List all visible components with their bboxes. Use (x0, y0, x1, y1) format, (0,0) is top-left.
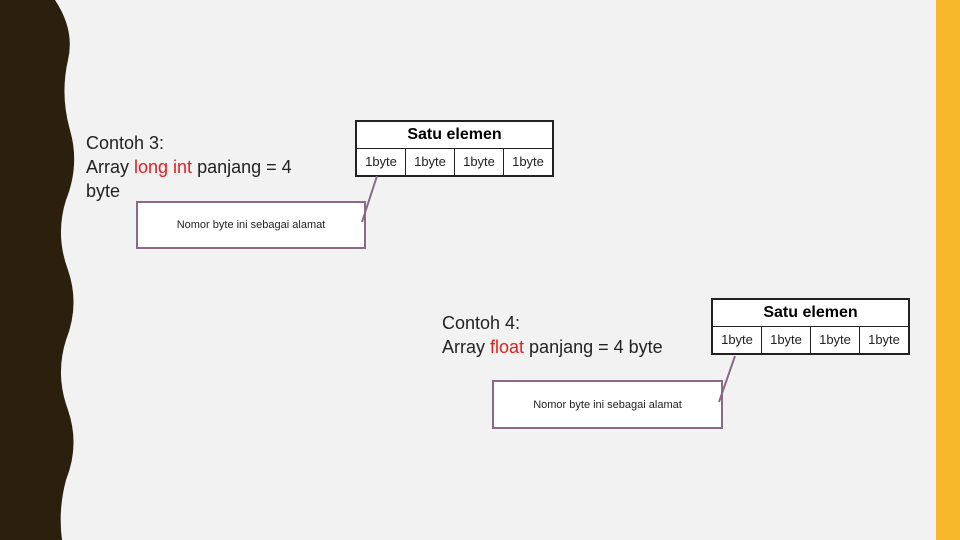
example4-desc-pre: Array (442, 337, 491, 357)
byte-cell: 1byte (762, 327, 811, 353)
byte-cell: 1byte (811, 327, 860, 353)
example4-callout: Nomor byte ini sebagai alamat (492, 380, 723, 429)
example4-title: Contoh 4: (442, 313, 521, 333)
example4-element-table: Satu elemen 1byte 1byte 1byte 1byte (711, 298, 910, 355)
element-header: Satu elemen (763, 304, 858, 321)
example3-desc-post: panjang = 4 (192, 157, 292, 177)
callout-text: Nomor byte ini sebagai alamat (533, 398, 682, 411)
example3-desc-end: byte (86, 181, 121, 201)
byte-cell: 1byte (713, 327, 762, 353)
byte-cell: 1byte (512, 154, 544, 169)
example3-element-table: Satu elemen 1byte 1byte 1byte 1byte (355, 120, 554, 177)
example3-pointer-line (361, 175, 378, 223)
byte-row: 1byte 1byte 1byte 1byte (357, 148, 552, 175)
example3-type: long int (134, 157, 193, 177)
callout-text: Nomor byte ini sebagai alamat (176, 219, 326, 231)
example3-desc: Array long int panjang = 4 (86, 155, 292, 179)
example4-text: Contoh 4: Array float panjang = 4 byte (442, 311, 663, 359)
example4-pointer-line (718, 355, 736, 403)
decorative-left-edge (0, 0, 75, 540)
example3-title: Contoh 3: (86, 133, 165, 153)
example4-desc: Array float panjang = 4 byte (442, 335, 663, 359)
example3-callout: Nomor byte ini sebagai alamat (136, 201, 366, 249)
byte-cell: 1byte (868, 332, 900, 347)
byte-cell: 1byte (357, 149, 406, 175)
example3-desc-pre: Array (86, 157, 135, 177)
example3-text: Contoh 3: Array long int panjang = 4 byt… (86, 131, 292, 203)
accent-bar (936, 0, 960, 540)
element-header: Satu elemen (407, 126, 502, 143)
example4-type: float (490, 337, 525, 357)
example4-desc-post: panjang = 4 byte (524, 337, 663, 357)
byte-cell: 1byte (455, 149, 504, 175)
byte-row: 1byte 1byte 1byte 1byte (713, 326, 908, 353)
byte-cell: 1byte (406, 149, 455, 175)
